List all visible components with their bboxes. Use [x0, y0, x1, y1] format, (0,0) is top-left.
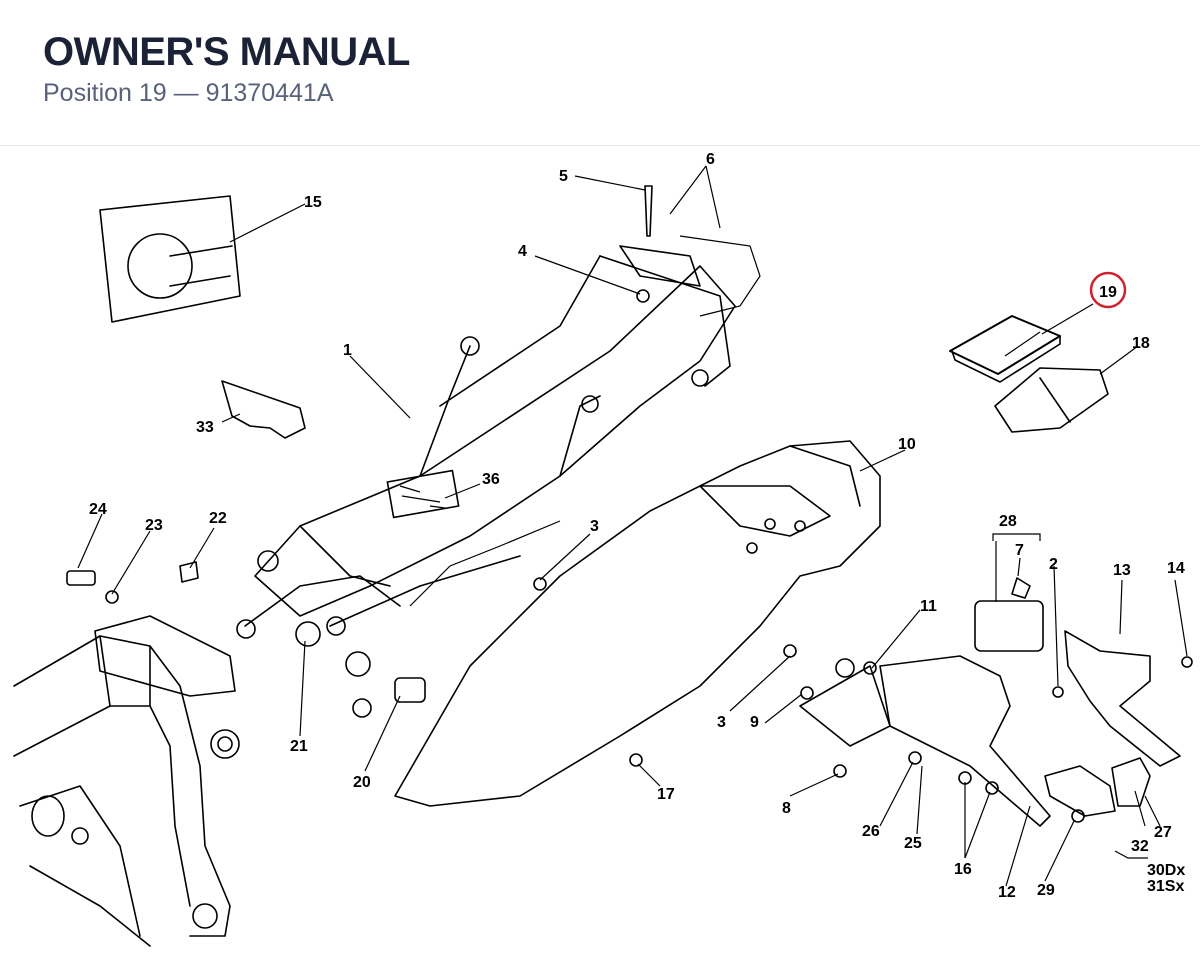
callout-labels: 1 2 3 3 4 5 6 7 8 9 10 11 12 13 14 15 16… [89, 151, 1185, 901]
callout-31sx: 31Sx [1147, 878, 1184, 895]
callout-14: 14 [1167, 560, 1185, 577]
reflector-13 [1064, 630, 1181, 767]
callout-9: 9 [750, 714, 759, 731]
owners-manual-19 [949, 315, 1061, 383]
fasteners [66, 185, 1193, 823]
bag-18 [994, 367, 1109, 433]
callout-20: 20 [353, 774, 371, 791]
callout-10: 10 [898, 436, 916, 453]
rear-undertray [394, 440, 881, 807]
callout-36: 36 [482, 471, 500, 488]
toolkit-bag-15 [99, 195, 241, 323]
callout-2: 2 [1049, 556, 1058, 573]
callout-32: 32 [1131, 838, 1149, 855]
callout-3b: 3 [717, 714, 726, 731]
callout-16: 16 [954, 861, 972, 878]
callout-29: 29 [1037, 882, 1055, 899]
page-subtitle: Position 19 — 91370441A [43, 79, 334, 107]
callout-19: 19 [1099, 284, 1117, 301]
front-frame-section [13, 615, 240, 947]
callout-28: 28 [999, 513, 1017, 530]
page-title: OWNER'S MANUAL [43, 30, 410, 74]
callout-4: 4 [518, 243, 527, 260]
callout-21: 21 [290, 738, 308, 755]
header-divider [0, 145, 1200, 146]
turn-signals-30-31 [1044, 757, 1151, 817]
bracket-33 [221, 380, 306, 439]
callout-22: 22 [209, 510, 227, 527]
rear-subframe [236, 235, 761, 718]
callout-33: 33 [196, 419, 214, 436]
highlight-circle [1089, 271, 1127, 309]
header: OWNER'S MANUAL Position 19 — 91370441A [43, 28, 410, 108]
callout-11: 11 [920, 598, 937, 615]
callout-25: 25 [904, 835, 922, 852]
callout-27: 27 [1154, 824, 1172, 841]
callout-13: 13 [1113, 562, 1131, 579]
callout-15: 15 [304, 194, 322, 211]
callout-17: 17 [657, 786, 675, 803]
callout-7: 7 [1015, 542, 1024, 559]
callout-30dx: 30Dx [1147, 862, 1185, 879]
leader-lines [77, 165, 1188, 887]
rear-light-28 [974, 600, 1044, 652]
callout-3a: 3 [590, 518, 599, 535]
callout-24: 24 [89, 501, 107, 518]
callout-23: 23 [145, 517, 163, 534]
callout-18: 18 [1132, 335, 1150, 352]
plate-holder-12 [799, 655, 1051, 827]
callout-1: 1 [343, 342, 352, 359]
highlight-19: 19 [1089, 271, 1127, 309]
exploded-parts-diagram: 1 2 3 3 4 5 6 7 8 9 10 11 12 13 14 15 16… [13, 151, 1193, 947]
callout-8: 8 [782, 800, 791, 817]
callout-5: 5 [559, 168, 568, 185]
callout-6: 6 [706, 151, 715, 168]
callout-26: 26 [862, 823, 880, 840]
callout-12: 12 [998, 884, 1016, 901]
